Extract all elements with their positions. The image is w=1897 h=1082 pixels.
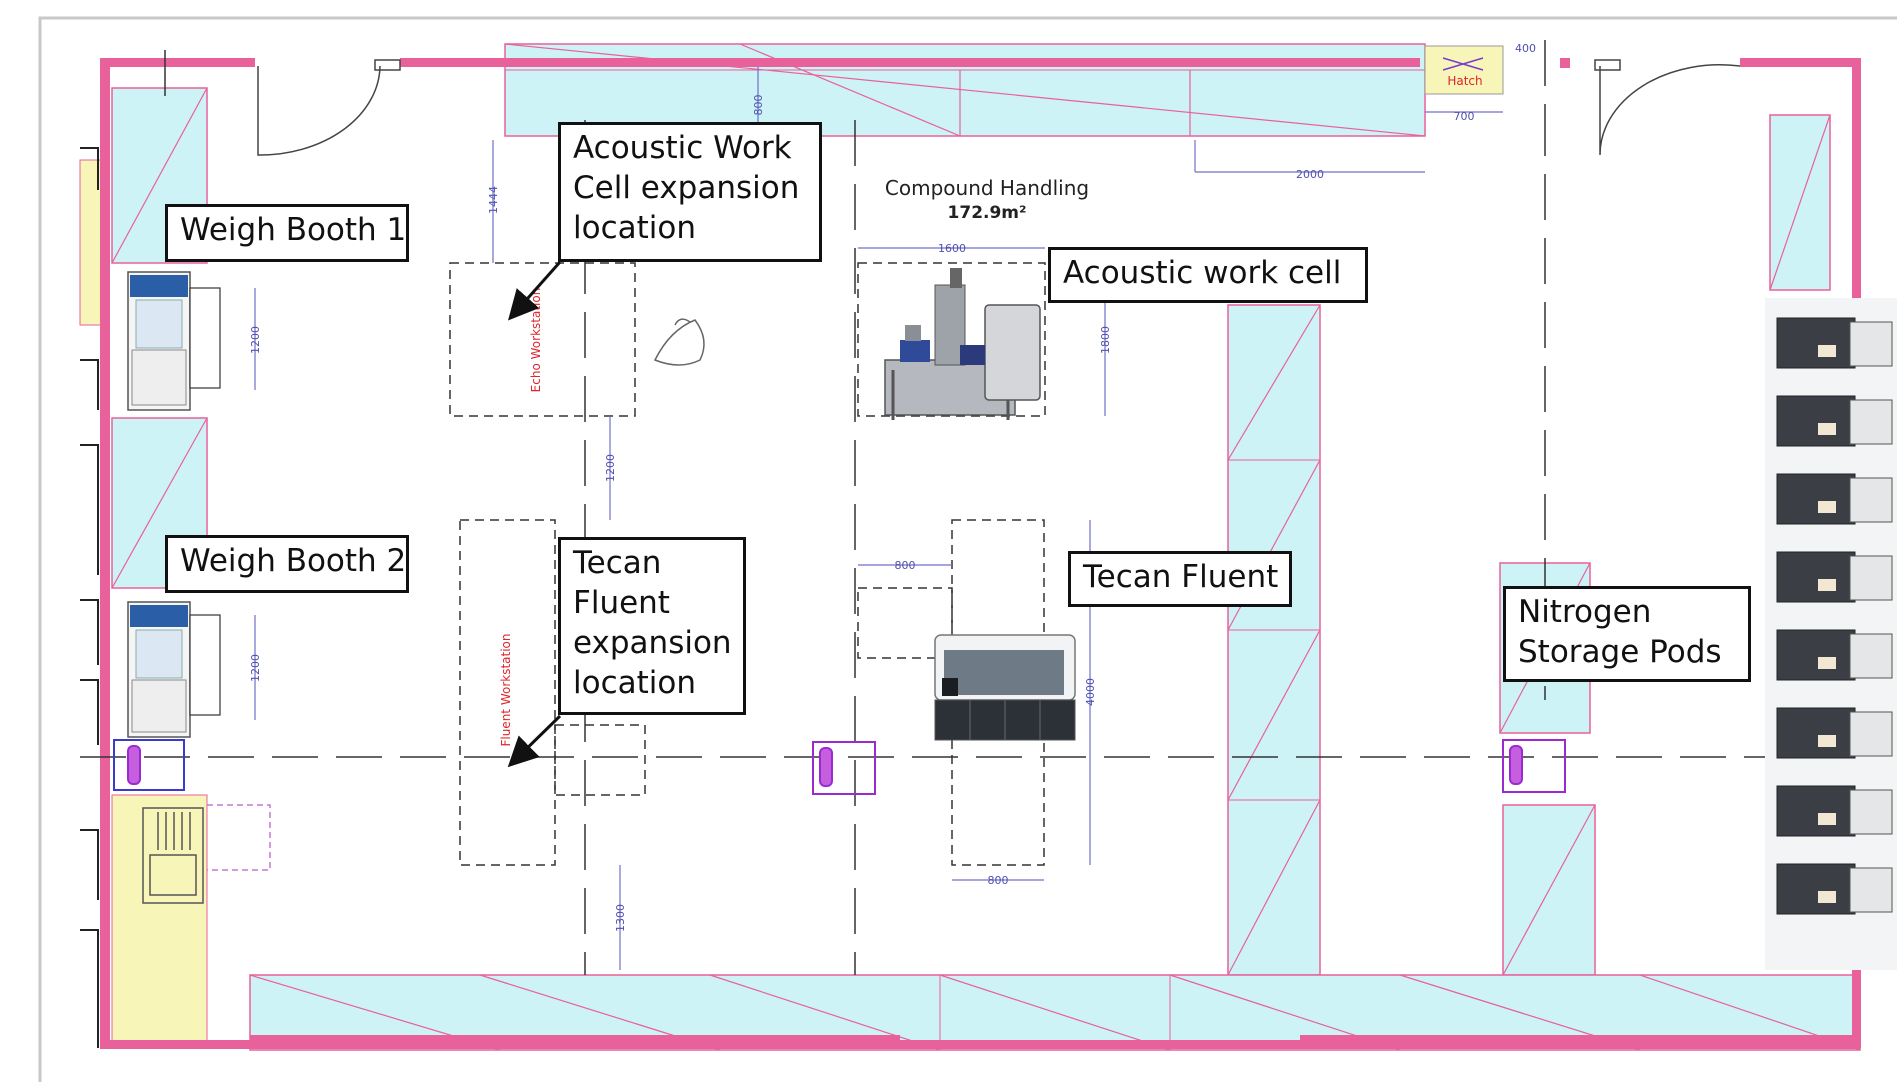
room-area: 172.9m² [948,203,1027,223]
dim-2000: 2000 [1296,168,1324,181]
dimension-lines [254,67,1503,970]
weigh-booth-2-image [127,601,221,738]
nitrogen-pods-image [1765,298,1897,970]
dim-4000: 4000 [1084,678,1097,706]
dim-1200-booth1: 1200 [249,326,262,354]
dim-1300: 1300 [614,904,627,932]
acoustic-expansion-arrow [508,261,562,321]
tecan-expansion-arrow [507,714,562,768]
nitrogen-pod [1776,473,1893,525]
tecan-expansion-callout: Tecan Fluent expansion location [558,537,746,715]
nitrogen-pod [1776,551,1893,603]
nitrogen-pod [1776,317,1893,369]
acoustic-work-cell-callout: Acoustic work cell [1048,247,1368,303]
sink-area [111,794,208,1046]
acoustic-work-cell-image [884,268,1041,420]
weigh-booth-1-callout: Weigh Booth 1 [165,204,409,262]
nitrogen-pod [1776,395,1893,447]
dim-1200-booth2: 1200 [249,654,262,682]
tecan-fluent-image [934,634,1076,741]
doors [257,59,1741,156]
nitrogen-pods-callout: Nitrogen Storage Pods [1503,586,1751,682]
left-edge-marks [80,147,99,1048]
nitrogen-pod [1776,785,1893,837]
dim-1600: 1600 [938,242,966,255]
footprints [449,262,1046,866]
grey-chair-sketch [653,318,705,366]
fume-hood-markers [113,739,1566,795]
weigh-booth-2-callout: Weigh Booth 2 [165,535,409,593]
weigh-booth-1-image [127,271,221,411]
room-name: Compound Handling [885,176,1089,200]
nitrogen-pod [1776,863,1893,915]
dim-700: 700 [1454,110,1475,123]
hatch-label: Hatch [1447,74,1482,88]
dim-1800: 1800 [1099,326,1112,354]
dim-400: 400 [1515,42,1536,55]
dim-800-tecan-side: 800 [895,559,916,572]
echo-workstation-label: Echo Workstation [529,288,543,393]
nitrogen-pod [1776,707,1893,759]
dim-800-tecan-bottom: 800 [988,874,1009,887]
acoustic-expansion-callout: Acoustic Work Cell expansion location [558,122,822,262]
dim-1200-mid: 1200 [604,454,617,482]
dim-1444: 1444 [487,186,500,214]
nitrogen-pod [1776,629,1893,681]
dimension-texts: 800 400 700 2000 1444 1600 1800 1200 120… [249,42,1536,932]
sink-icon [142,804,271,904]
fluent-workstation-label: Fluent Workstation [499,633,513,746]
dim-800-top: 800 [752,95,765,116]
hatch: Hatch [1424,45,1504,95]
benches [111,43,1861,1051]
tecan-fluent-callout: Tecan Fluent [1068,551,1292,607]
